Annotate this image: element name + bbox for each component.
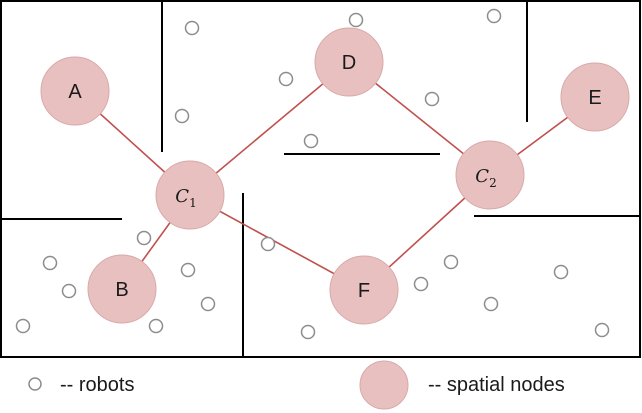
- edge-C1-D: [189, 61, 350, 196]
- robot-icon: [15, 318, 31, 334]
- robot-icon: [303, 133, 319, 149]
- node-A-label: A: [68, 81, 82, 103]
- node-C1-circle: [155, 160, 225, 230]
- map-boundary: [0, 0, 641, 358]
- node-A-circle: [40, 56, 110, 126]
- node-A: A: [40, 56, 110, 126]
- robot-icon: [174, 108, 190, 124]
- node-F-circle: [329, 255, 399, 325]
- robot-icon: [424, 91, 440, 107]
- node-D-circle: [314, 27, 384, 97]
- node-C1-label: C1: [175, 186, 196, 210]
- robot-icon: [413, 276, 429, 292]
- node-F: F: [329, 255, 399, 325]
- legend-node-icon: [359, 360, 409, 410]
- robot-icon: [180, 262, 196, 278]
- legend-robot-icon: [28, 377, 42, 391]
- node-B-label: B: [115, 279, 128, 301]
- robot-icon: [443, 254, 459, 270]
- robot-icon: [42, 255, 58, 271]
- robot-icon: [184, 20, 200, 36]
- robot-icon: [483, 296, 499, 312]
- node-C1: C1: [155, 160, 225, 230]
- walls: [2, 1, 640, 357]
- robot-icon: [61, 283, 77, 299]
- legend: -- robots -- spatial nodes: [28, 360, 565, 410]
- robot-icon: [348, 12, 364, 28]
- node-C2-circle: [455, 140, 525, 210]
- robot-icon: [136, 230, 152, 246]
- node-D: D: [314, 27, 384, 97]
- robot-icon: [260, 236, 276, 252]
- node-C2: C2: [455, 140, 525, 210]
- legend-nodes-label: -- spatial nodes: [428, 374, 565, 396]
- robot-icon: [553, 264, 569, 280]
- spatial-nodes: A B D E F C1 C2: [40, 27, 630, 325]
- robot-icon: [594, 322, 610, 338]
- node-D-label: D: [342, 52, 356, 74]
- node-E: E: [560, 62, 630, 132]
- node-C2-label: C2: [475, 166, 496, 190]
- robot-icon: [300, 324, 316, 340]
- node-E-circle: [560, 62, 630, 132]
- robot-icon: [278, 71, 294, 87]
- legend-robots-label: -- robots: [60, 374, 134, 396]
- node-B: B: [87, 254, 157, 324]
- robot-icon: [148, 318, 164, 334]
- robot-icon: [200, 296, 216, 312]
- robots: [15, 8, 610, 340]
- robot-icon: [486, 8, 502, 24]
- node-F-label: F: [358, 280, 370, 302]
- node-B-circle: [87, 254, 157, 324]
- node-E-label: E: [588, 87, 601, 109]
